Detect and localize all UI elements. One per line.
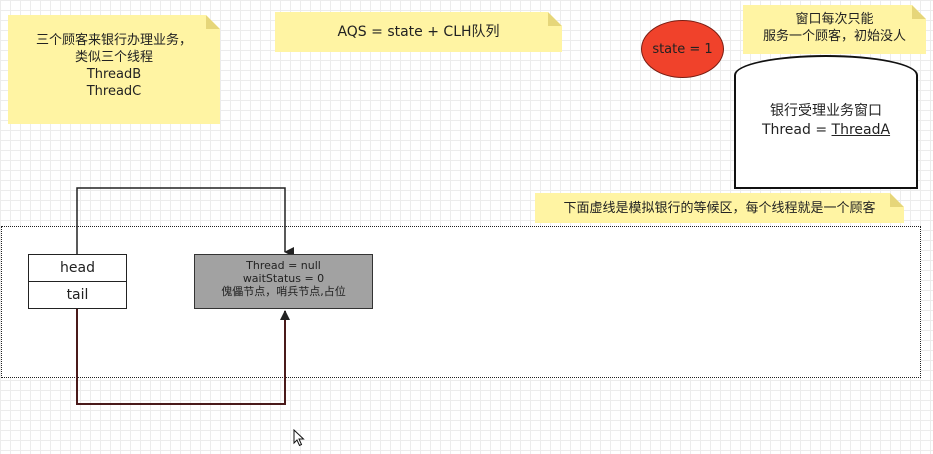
head-label: head	[60, 260, 95, 276]
note-customers-line-1: 三个顾客来银行办理业务，	[35, 33, 192, 48]
tail-field: tail	[28, 281, 127, 309]
note-aqs-formula: AQS = state + CLH队列	[275, 12, 562, 52]
bank-window-thread-prefix: Thread =	[761, 122, 832, 138]
state-ellipse: state = 1	[641, 20, 724, 78]
dummy-node-waitstatus: waitStatus = 0	[242, 272, 325, 285]
state-label: state = 1	[652, 41, 713, 57]
tail-pointer-arrow	[76, 309, 290, 405]
note-customers-line-4: ThreadC	[86, 84, 142, 99]
head-pointer-arrow	[76, 187, 294, 257]
note-window: 窗口每次只能 服务一个顾客，初始没人	[743, 5, 926, 54]
waiting-area	[1, 226, 921, 378]
note-customers-line-3: ThreadB	[86, 67, 142, 82]
dummy-node: Thread = null waitStatus = 0 傀儡节点，哨兵节点,占…	[194, 254, 373, 309]
bank-window-thread-owner: ThreadA	[831, 122, 891, 138]
head-field: head	[28, 254, 127, 282]
bank-window-title: 银行受理业务窗口	[770, 103, 882, 119]
dummy-node-thread: Thread = null	[246, 259, 321, 272]
note-window-line-1: 窗口每次只能	[795, 12, 874, 27]
note-queue-text: 下面虚线是模拟银行的等候区，每个线程就是一个顾客	[563, 201, 876, 216]
note-customers: 三个顾客来银行办理业务， 类似三个线程 ThreadB ThreadC	[8, 15, 220, 124]
note-window-line-2: 服务一个顾客，初始没人	[762, 29, 906, 44]
note-queue: 下面虚线是模拟银行的等候区，每个线程就是一个顾客	[535, 193, 904, 223]
bank-window-shape: 银行受理业务窗口 Thread = ThreadA	[734, 55, 918, 189]
note-customers-line-2: 类似三个线程	[74, 50, 153, 65]
tail-label: tail	[66, 287, 89, 303]
dummy-node-description: 傀儡节点，哨兵节点,占位	[221, 285, 346, 298]
note-aqs-text: AQS = state + CLH队列	[337, 24, 500, 40]
bank-window-thread: Thread = ThreadA	[736, 121, 916, 140]
mouse-pointer-icon	[293, 429, 305, 447]
